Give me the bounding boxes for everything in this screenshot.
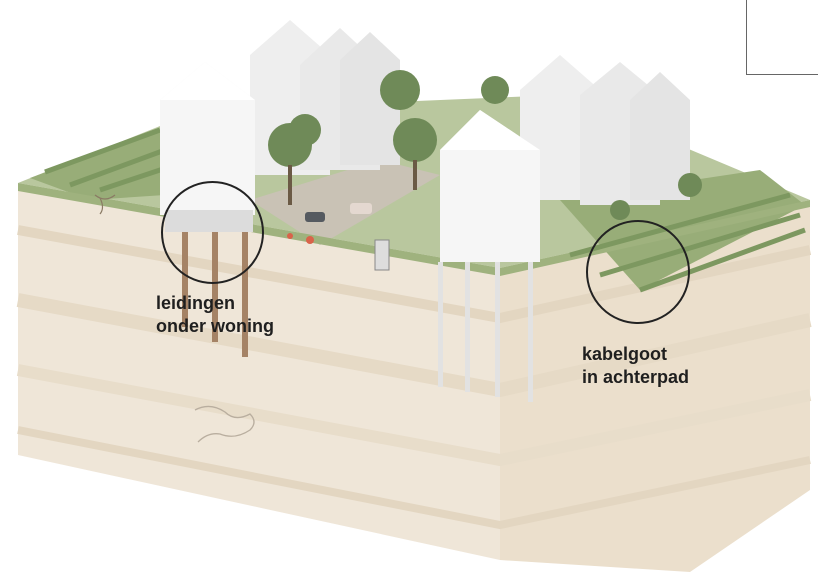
trees (268, 70, 702, 220)
pile (212, 232, 218, 342)
label-line: in achterpad (582, 367, 690, 387)
label-cable-trough: kabelgoot in achterpad (582, 343, 689, 389)
flowers (306, 236, 314, 244)
car (350, 203, 372, 214)
pile (528, 262, 533, 402)
buried-object (194, 405, 255, 443)
right-row-houses (440, 55, 690, 262)
pile (495, 262, 500, 397)
label-line: leidingen (156, 293, 236, 313)
flowers (287, 233, 293, 239)
hedge (44, 127, 161, 175)
shaft (374, 239, 390, 271)
tree-trunk (413, 160, 417, 190)
pile (242, 232, 248, 357)
car (305, 212, 325, 222)
corner-frame (746, 0, 818, 75)
label-line: kabelgoot (582, 344, 668, 364)
street (250, 160, 440, 245)
soil-front-face (18, 183, 500, 560)
pile (182, 232, 188, 327)
soil-layer (16, 364, 812, 467)
roots (94, 194, 116, 215)
hedge (69, 147, 166, 188)
pile (465, 262, 470, 392)
highlight-circle-cable-trough (586, 220, 690, 324)
label-pipes-under-house: leidingen onder woning (156, 292, 274, 338)
label-line: onder woning (156, 316, 274, 336)
tree-trunk (288, 165, 292, 205)
highlight-circle-pipes (161, 181, 264, 284)
soil-layer (17, 426, 811, 530)
pile (438, 262, 443, 387)
